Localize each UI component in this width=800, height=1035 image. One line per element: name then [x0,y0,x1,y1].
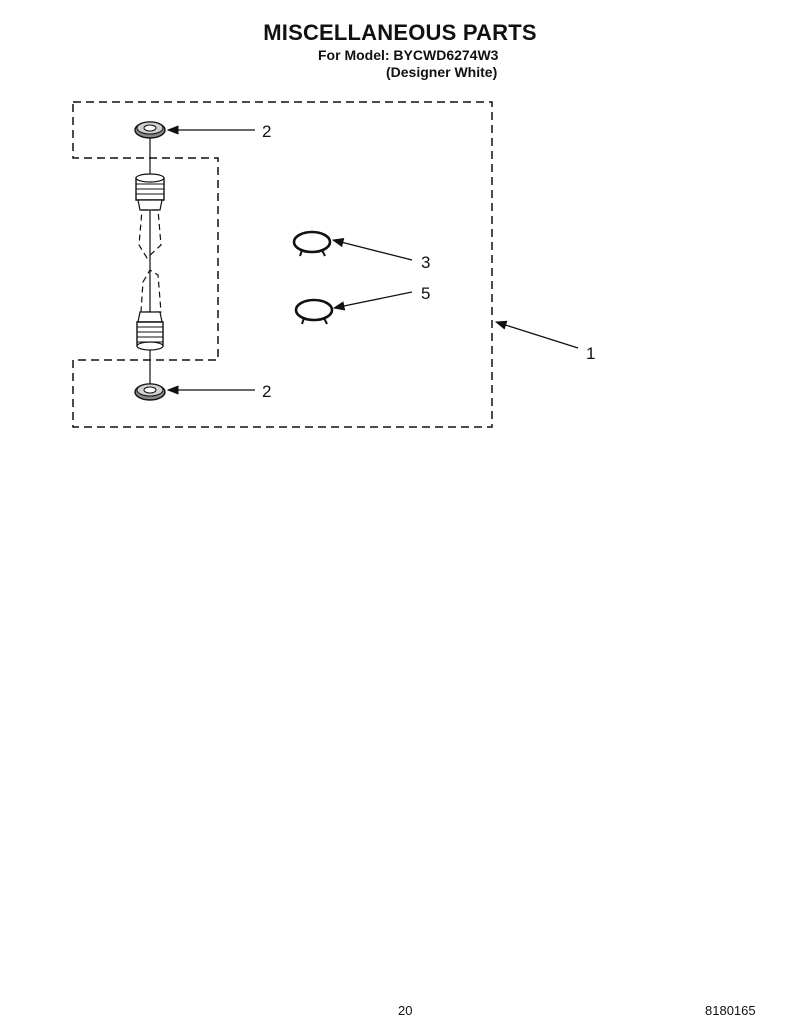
callout-clamp-upper: 3 [421,253,430,272]
kit-boundary [72,101,493,428]
parts-diagram: 2 2 3 5 1 [72,101,595,428]
document-number: 8180165 [705,1003,756,1018]
hose-clamp-upper-icon [292,230,332,257]
washer-bottom-icon [134,383,166,401]
leader-clamp-lower [332,291,413,311]
page-number: 20 [398,1003,413,1018]
hose-coupling-upper-icon [135,173,165,259]
callout-clamp-lower: 5 [421,284,430,303]
model-line: For Model: BYCWD6274W3 [318,47,499,63]
callout-washer-bottom: 2 [262,382,271,401]
variant-line: (Designer White) [386,64,498,80]
hose-coupling-lower-icon [136,269,164,351]
hose-clamp-lower-icon [294,298,334,325]
leader-clamp-upper [331,238,413,261]
page-title: MISCELLANEOUS PARTS [263,20,537,45]
washer-top-icon [134,121,166,139]
leader-kit [494,320,579,349]
callout-kit: 1 [586,344,595,363]
callout-washer-top: 2 [262,122,271,141]
